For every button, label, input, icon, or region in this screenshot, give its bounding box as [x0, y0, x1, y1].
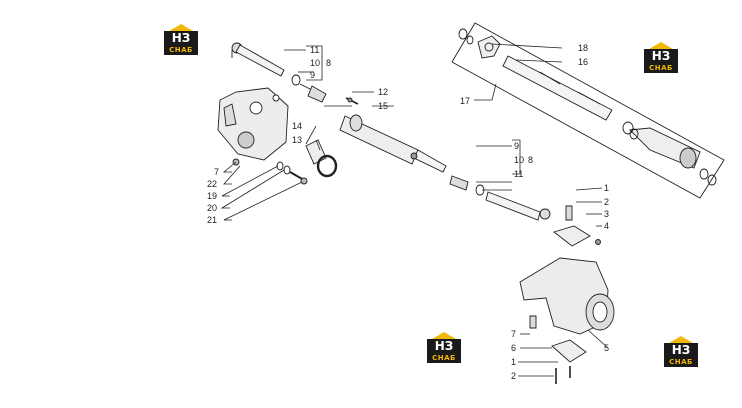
left-housing-assembly [217, 42, 338, 185]
flange [477, 35, 501, 59]
callout-label: 1 [511, 357, 516, 367]
callout-label: 8 [326, 58, 331, 68]
king-pin-cap-top [553, 225, 591, 247]
callout-label: 2 [511, 371, 516, 381]
brand-logo-bottom-right: НЗ СНАБ [662, 334, 700, 368]
callout-label: 17 [460, 96, 470, 106]
callout-label: 9 [514, 141, 519, 151]
logo-word: СНАБ [427, 354, 461, 363]
callout-label: 21 [207, 215, 217, 225]
callout-label: 20 [207, 203, 217, 213]
steering-knuckle [519, 205, 615, 384]
callout-label: 4 [604, 221, 609, 231]
callout-label: 13 [292, 135, 302, 145]
king-pin-cap-bottom [551, 339, 587, 363]
logo-word: СНАБ [644, 64, 678, 73]
callout-label: 1 [604, 183, 609, 193]
callout-label: 12 [378, 87, 388, 97]
callout-label: 9 [310, 70, 315, 80]
callout-label: 14 [292, 121, 302, 131]
tie-rod [449, 175, 551, 221]
logo-mark: НЗ [644, 49, 678, 64]
brand-logo-top-left: НЗ СНАБ [162, 22, 200, 56]
callout-label: 19 [207, 191, 217, 201]
steering-housing [217, 87, 289, 161]
callout-label: 3 [604, 209, 609, 219]
callout-label: 7 [511, 329, 516, 339]
brand-logo-bottom-center: НЗ СНАБ [425, 330, 463, 364]
brand-logo-top-right: НЗ СНАБ [642, 40, 680, 74]
seal-ring [316, 154, 338, 178]
callout-label: 8 [528, 155, 533, 165]
logo-mark: НЗ [427, 339, 461, 354]
logo-mark: НЗ [164, 31, 198, 46]
callout-label: 10 [514, 155, 524, 165]
steering-cylinder [339, 97, 447, 173]
bushing [305, 139, 327, 165]
callout-label: 10 [310, 58, 320, 68]
logo-mark: НЗ [664, 343, 698, 358]
drive-shaft-panel [451, 22, 725, 199]
callout-labels: 11 10 8 9 12 15 14 13 7 22 19 20 21 18 1… [207, 43, 609, 381]
callout-label: 15 [378, 101, 388, 111]
callout-label: 11 [514, 169, 523, 179]
logo-word: СНАБ [164, 46, 198, 55]
callout-label: 7 [214, 167, 219, 177]
callout-label: 22 [207, 179, 217, 189]
callout-label: 18 [578, 43, 588, 53]
callout-label: 2 [604, 197, 609, 207]
drive-shaft [502, 55, 613, 121]
callout-label: 5 [604, 343, 609, 353]
o-ring [458, 28, 468, 40]
logo-word: СНАБ [664, 358, 698, 367]
leader-lines [220, 43, 609, 377]
callout-label: 11 [310, 45, 319, 55]
callout-label: 6 [511, 343, 516, 353]
callout-label: 16 [578, 57, 588, 67]
o-ring [466, 35, 474, 45]
